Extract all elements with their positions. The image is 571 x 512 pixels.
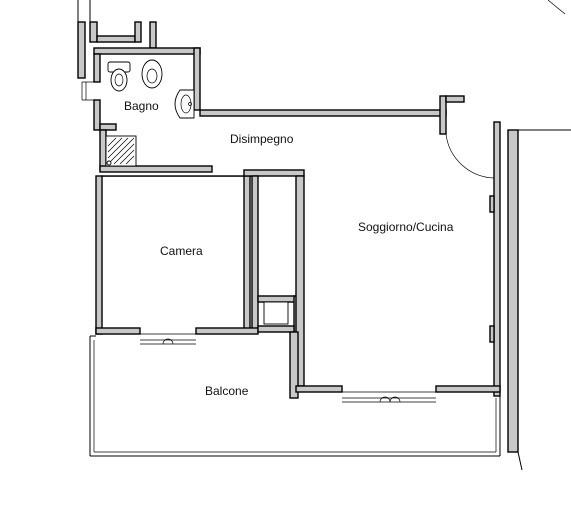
right-exterior-wall [489,0,571,471]
room-label-bathroom: Bagno [124,99,159,113]
room-label-bedroom: Camera [160,244,203,258]
upper-stub-walls [77,0,157,79]
living-lower-walls [289,175,501,403]
bathroom-walls [81,47,201,131]
room-label-hallway: Disimpegno [230,132,294,146]
shaft [257,295,301,333]
balcony-outline [89,332,501,457]
toilet-icon [107,61,131,92]
shower-area [99,129,213,173]
room-label-balcony: Balcone [205,384,249,398]
bedroom-walls [90,169,305,345]
room-label-living-kitchen: Soggiorno/Cucina [358,220,454,234]
sink-icon [174,89,195,119]
bidet-icon [141,59,163,89]
